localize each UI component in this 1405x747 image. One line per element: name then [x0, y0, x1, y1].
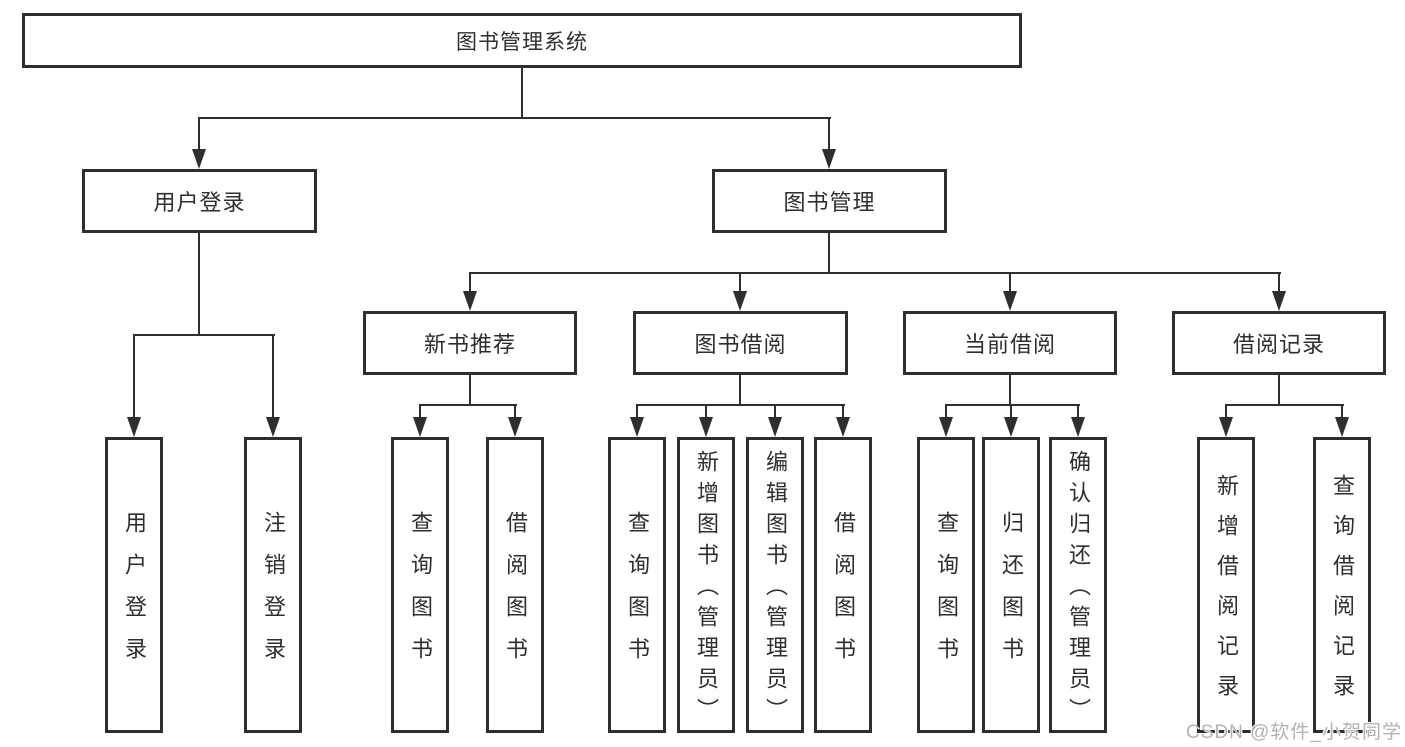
leaf-borrow-books-recommend: 借阅图书	[486, 437, 544, 733]
connector-line	[469, 375, 471, 406]
connector-line	[774, 404, 776, 421]
node-new-book-recommendation: 新书推荐	[363, 311, 577, 375]
arrow-down-icon	[463, 291, 477, 311]
connector-line	[1077, 404, 1079, 421]
arrow-down-icon	[768, 417, 782, 437]
leaf-return-books: 归还图书	[982, 437, 1040, 733]
connector-line	[469, 272, 471, 295]
connector-line	[521, 68, 523, 119]
connector-line	[1010, 404, 1012, 421]
leaf-query-books-borrowing: 查询图书	[608, 437, 666, 733]
arrow-down-icon	[1272, 291, 1286, 311]
leaf-borrow-books-borrowing: 借阅图书	[814, 437, 872, 733]
node-user-login: 用户登录	[82, 169, 317, 233]
arrow-down-icon	[1219, 417, 1233, 437]
arrow-down-icon	[733, 291, 747, 311]
leaf-user-login: 用户登录	[105, 437, 163, 733]
node-borrowing-records: 借阅记录	[1172, 311, 1386, 375]
arrow-down-icon	[508, 417, 522, 437]
leaf-query-books-current: 查询图书	[917, 437, 975, 733]
leaf-add-borrow-record: 新增借阅记录	[1197, 437, 1255, 733]
connector-line	[828, 117, 830, 152]
leaf-logout: 注销登录	[244, 437, 302, 733]
arrow-down-icon	[699, 417, 713, 437]
leaf-add-book-admin: 新增图书（管理员）	[677, 437, 735, 733]
arrow-down-icon	[413, 417, 427, 437]
node-library-management-system: 图书管理系统	[22, 13, 1022, 68]
connector-line	[739, 272, 741, 295]
connector-line	[636, 404, 638, 421]
connector-line	[469, 272, 1281, 274]
connector-line	[945, 404, 947, 421]
connector-line	[1009, 375, 1011, 406]
connector-line	[1009, 272, 1011, 295]
connector-line	[133, 334, 275, 336]
connector-line	[419, 404, 421, 421]
leaf-query-books-recommend: 查询图书	[391, 437, 449, 733]
connector-line	[636, 404, 845, 406]
connector-line	[1225, 404, 1344, 406]
connector-line	[198, 233, 200, 336]
arrow-down-icon	[836, 417, 850, 437]
connector-line	[1278, 375, 1280, 406]
connector-line	[198, 117, 831, 119]
arrow-down-icon	[1004, 417, 1018, 437]
csdn-watermark: CSDN @软件_小贺同学	[1186, 722, 1402, 743]
connector-line	[945, 404, 1080, 406]
connector-line	[133, 334, 135, 422]
arrow-down-icon	[1335, 417, 1349, 437]
arrow-down-icon	[1003, 291, 1017, 311]
connector-line	[705, 404, 707, 421]
connector-line	[1225, 404, 1227, 421]
arrow-down-icon	[1071, 417, 1085, 437]
node-book-borrowing: 图书借阅	[633, 311, 848, 375]
connector-line	[419, 404, 517, 406]
leaf-confirm-return-admin: 确认归还（管理员）	[1049, 437, 1107, 733]
connector-line	[198, 117, 200, 152]
connector-line	[272, 334, 274, 422]
leaf-edit-book-admin: 编辑图书（管理员）	[746, 437, 804, 733]
connector-line	[1341, 404, 1343, 421]
connector-line	[514, 404, 516, 421]
arrow-down-icon	[266, 417, 280, 437]
arrow-down-icon	[822, 149, 836, 169]
node-book-management: 图书管理	[712, 169, 947, 233]
connector-line	[842, 404, 844, 421]
connector-line	[1278, 272, 1280, 295]
connector-line	[828, 233, 830, 274]
arrow-down-icon	[630, 417, 644, 437]
arrow-down-icon	[939, 417, 953, 437]
arrow-down-icon	[192, 149, 206, 169]
leaf-query-borrow-record: 查询借阅记录	[1313, 437, 1371, 733]
connector-line	[739, 375, 741, 406]
node-current-borrowing: 当前借阅	[903, 311, 1117, 375]
arrow-down-icon	[127, 417, 141, 437]
